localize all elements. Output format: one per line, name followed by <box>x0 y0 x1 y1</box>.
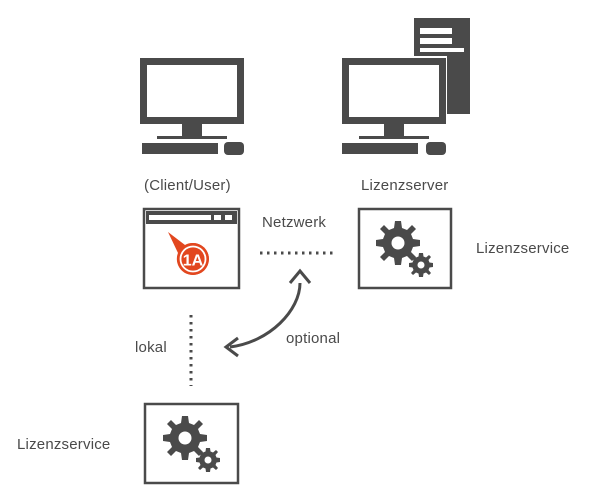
server-computer-icon <box>340 18 470 155</box>
server-label: Lizenzserver <box>361 177 449 194</box>
network-label: Netzwerk <box>262 214 327 231</box>
optional-label: optional <box>286 330 341 347</box>
license-service-box-bottom <box>143 402 240 485</box>
client-computer-icon <box>140 58 244 155</box>
application-window-icon: 1A <box>142 207 241 290</box>
license-service-label-bottom: Lizenzservice <box>17 436 111 453</box>
local-label: lokal <box>135 339 167 356</box>
badge-text: 1A <box>183 253 204 270</box>
license-service-label-right: Lizenzservice <box>476 240 570 257</box>
license-service-box-right <box>357 207 453 290</box>
badge-1a: 1A <box>168 232 209 275</box>
client-label: (Client/User) <box>144 177 231 194</box>
curved-double-arrow-icon <box>223 268 312 358</box>
